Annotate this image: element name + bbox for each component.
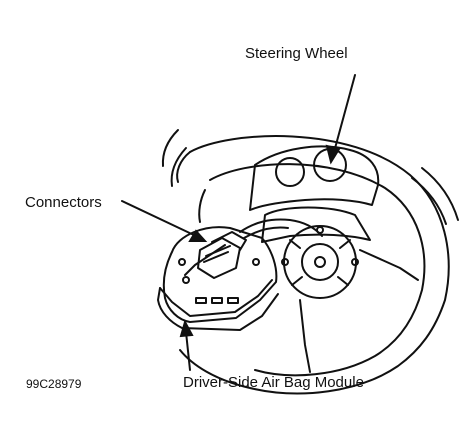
module-slot-3 [227, 297, 239, 304]
spoke-right [359, 249, 419, 281]
wheel-hub-inner [301, 243, 339, 281]
wheel-hub [283, 225, 357, 299]
wiring-harness [239, 218, 323, 237]
air-bag-module-cover [159, 279, 273, 317]
steering-wheel-rim-inner [209, 163, 426, 377]
steering-wheel-rim-left [176, 151, 206, 223]
module-slot-2 [211, 297, 223, 304]
dash-panel-right [411, 167, 459, 225]
steering-column [261, 206, 371, 243]
module-slot-1 [195, 297, 207, 304]
airbag-leader-line [185, 331, 191, 371]
hub-bolt [314, 256, 326, 268]
air-bag-module [162, 226, 278, 323]
connector-plug [211, 231, 247, 251]
figure-code: 99C28979 [26, 377, 82, 391]
connectors-label: Connectors [25, 194, 102, 211]
instrument-cluster-hood [249, 145, 380, 211]
steering-wheel-leader-line [333, 74, 356, 153]
module-fastener-1 [178, 258, 186, 266]
airbag-arrowhead [179, 319, 194, 338]
spoke-bottom [299, 299, 311, 373]
steering-wheel-arrowhead [325, 144, 341, 165]
connectors-leader-line [121, 200, 197, 237]
connectors-arrowhead [188, 229, 208, 242]
gauge-left [275, 157, 305, 187]
module-fastener-3 [252, 258, 260, 266]
air-bag-module-label: Driver-Side Air Bag Module [183, 374, 364, 391]
steering-wheel-label: Steering Wheel [245, 45, 348, 62]
steering-wheel-rim-outer [179, 135, 450, 395]
dash-panel-left [161, 129, 187, 187]
module-fastener-2 [182, 276, 190, 284]
